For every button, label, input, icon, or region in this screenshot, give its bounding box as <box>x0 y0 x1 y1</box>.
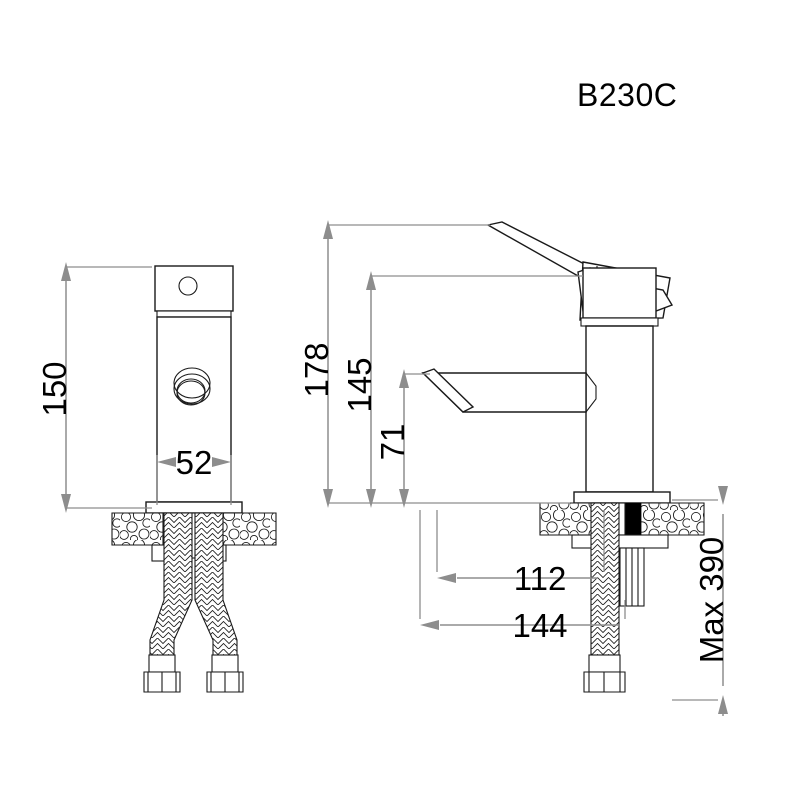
side-view <box>421 221 705 693</box>
front-view-hose-ferrules <box>148 654 239 673</box>
side-view-shank-core <box>624 502 642 536</box>
side-view-spout <box>421 368 597 413</box>
side-view-column <box>585 325 654 493</box>
drawing-title: B230C <box>577 77 677 113</box>
dimension-height-178-label: 178 <box>298 342 335 397</box>
dimension-height-178: 178 <box>298 220 570 508</box>
dimension-length-144: 144 <box>419 510 626 644</box>
dimension-length-144-label: 144 <box>512 607 567 644</box>
side-view-valve-block <box>582 267 657 319</box>
dimension-height-145-label: 145 <box>341 357 378 412</box>
side-view-mounting-washer <box>571 534 669 549</box>
dimension-length-112-label: 112 <box>514 560 567 597</box>
dimension-height-145: 145 <box>341 271 583 508</box>
front-view-spout-outlet <box>173 367 211 406</box>
side-view-hose-ferrule <box>588 654 621 673</box>
front-view-base-flange <box>145 501 243 514</box>
front-view-cap <box>154 265 234 312</box>
side-view-flexible-hose <box>590 502 620 656</box>
front-view <box>111 265 277 693</box>
front-view-hose-nuts <box>143 671 244 693</box>
dimension-height-150: 150 <box>36 262 152 513</box>
side-view-base-flange <box>573 491 671 504</box>
dimension-width-52-label: 52 <box>176 444 213 481</box>
dimension-hose-max390: Max 390 <box>672 486 730 716</box>
side-view-hose-nut <box>583 671 626 693</box>
dimension-height-71-label: 71 <box>374 424 411 461</box>
front-view-cap-band <box>156 310 232 318</box>
dimension-height-71: 71 <box>374 369 430 508</box>
side-view-threaded-stud <box>619 547 645 607</box>
dimension-hose-max390-label: Max 390 <box>693 537 730 664</box>
side-view-valve-collar <box>580 317 659 327</box>
front-view-body <box>156 316 232 503</box>
dimension-length-112: 112 <box>436 510 605 597</box>
dimension-width-52: 52 <box>156 444 232 505</box>
dimension-height-150-label: 150 <box>36 361 73 416</box>
